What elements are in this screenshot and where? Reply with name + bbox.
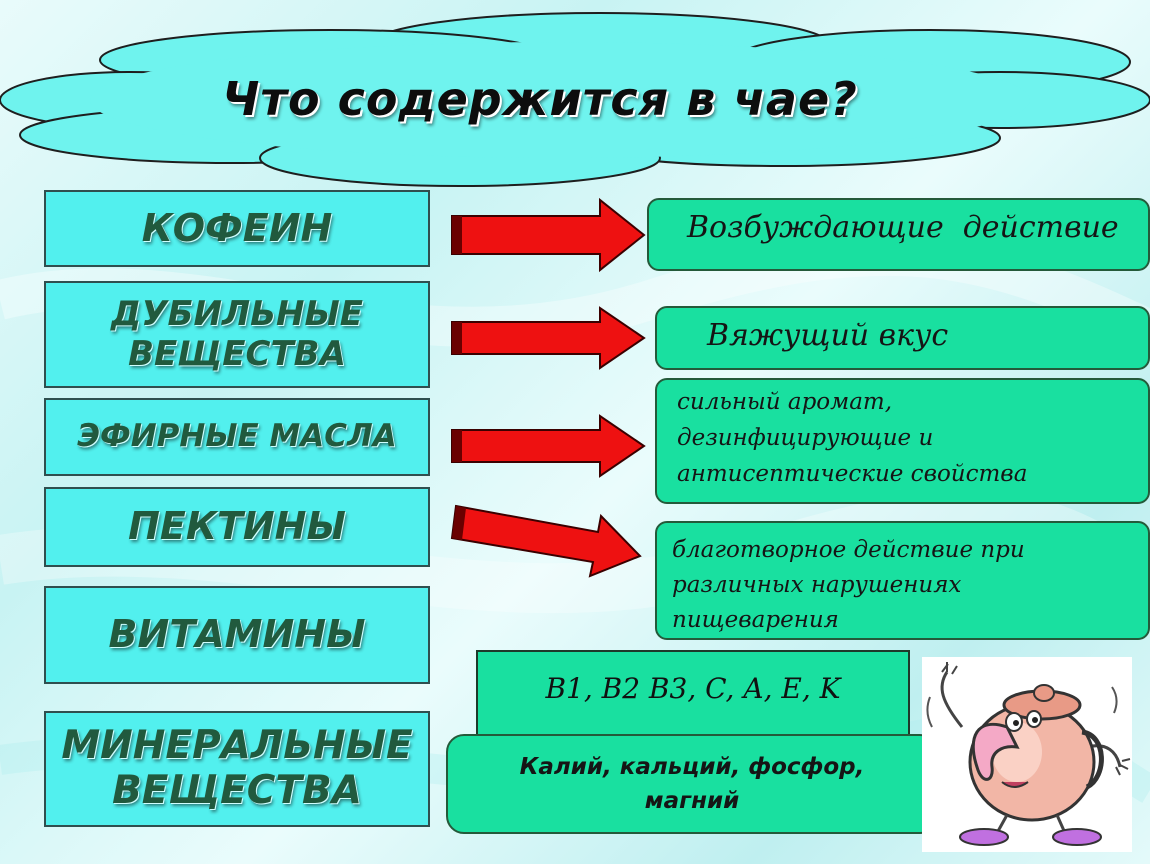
vitamins-text: B1, B2 B3, C, A, E, K [545,671,841,705]
effect-box-digestion: благотворное действие при различных нару… [655,521,1150,640]
component-box-pectins: ПЕКТИНЫ [44,487,430,567]
effect-box-stimulating: Возбуждающие действие [647,198,1150,271]
effect-box-aroma: сильный аромат, дезинфицирующие и антисе… [655,378,1150,504]
component-label: ЭФИРНЫЕ МАСЛА [77,418,397,455]
title-cloud [0,12,1150,187]
effect-box-astringent: Вяжущий вкус [655,306,1150,370]
red-arrow-icon [451,414,646,478]
component-label: МИНЕРАЛЬНЫЕ ВЕЩЕСТВА [61,723,413,813]
component-label: ВИТАМИНЫ [108,612,366,657]
teapot-character-icon [922,657,1132,852]
minerals-box: Калий, кальций, фосфор, магний [446,734,938,834]
component-box-essential-oils: ЭФИРНЫЕ МАСЛА [44,398,430,476]
effect-text: благотворное действие при различных нару… [672,537,1025,633]
component-label: ПЕКТИНЫ [128,504,346,549]
page-title: Что содержится в чае? [222,72,858,126]
component-label: КОФЕИН [141,205,333,250]
minerals-text: Калий, кальций, фосфор, магний [519,754,865,814]
effect-text: сильный аромат, дезинфицирующие и антисе… [677,389,1028,487]
effect-text: Вяжущий вкус [707,318,949,353]
effect-text: Возбуждающие действие [687,210,1119,245]
component-box-caffeine: КОФЕИН [44,190,430,267]
red-arrow-icon [451,306,646,370]
red-arrow-icon [451,197,646,273]
red-arrow-icon [450,504,642,578]
component-label: ДУБИЛЬНЫЕ ВЕЩЕСТВА [111,294,363,374]
component-box-vitamins: ВИТАМИНЫ [44,586,430,684]
component-box-tannins: ДУБИЛЬНЫЕ ВЕЩЕСТВА [44,281,430,388]
vitamins-box: B1, B2 B3, C, A, E, K [476,650,910,740]
component-box-minerals: МИНЕРАЛЬНЫЕ ВЕЩЕСТВА [44,711,430,827]
